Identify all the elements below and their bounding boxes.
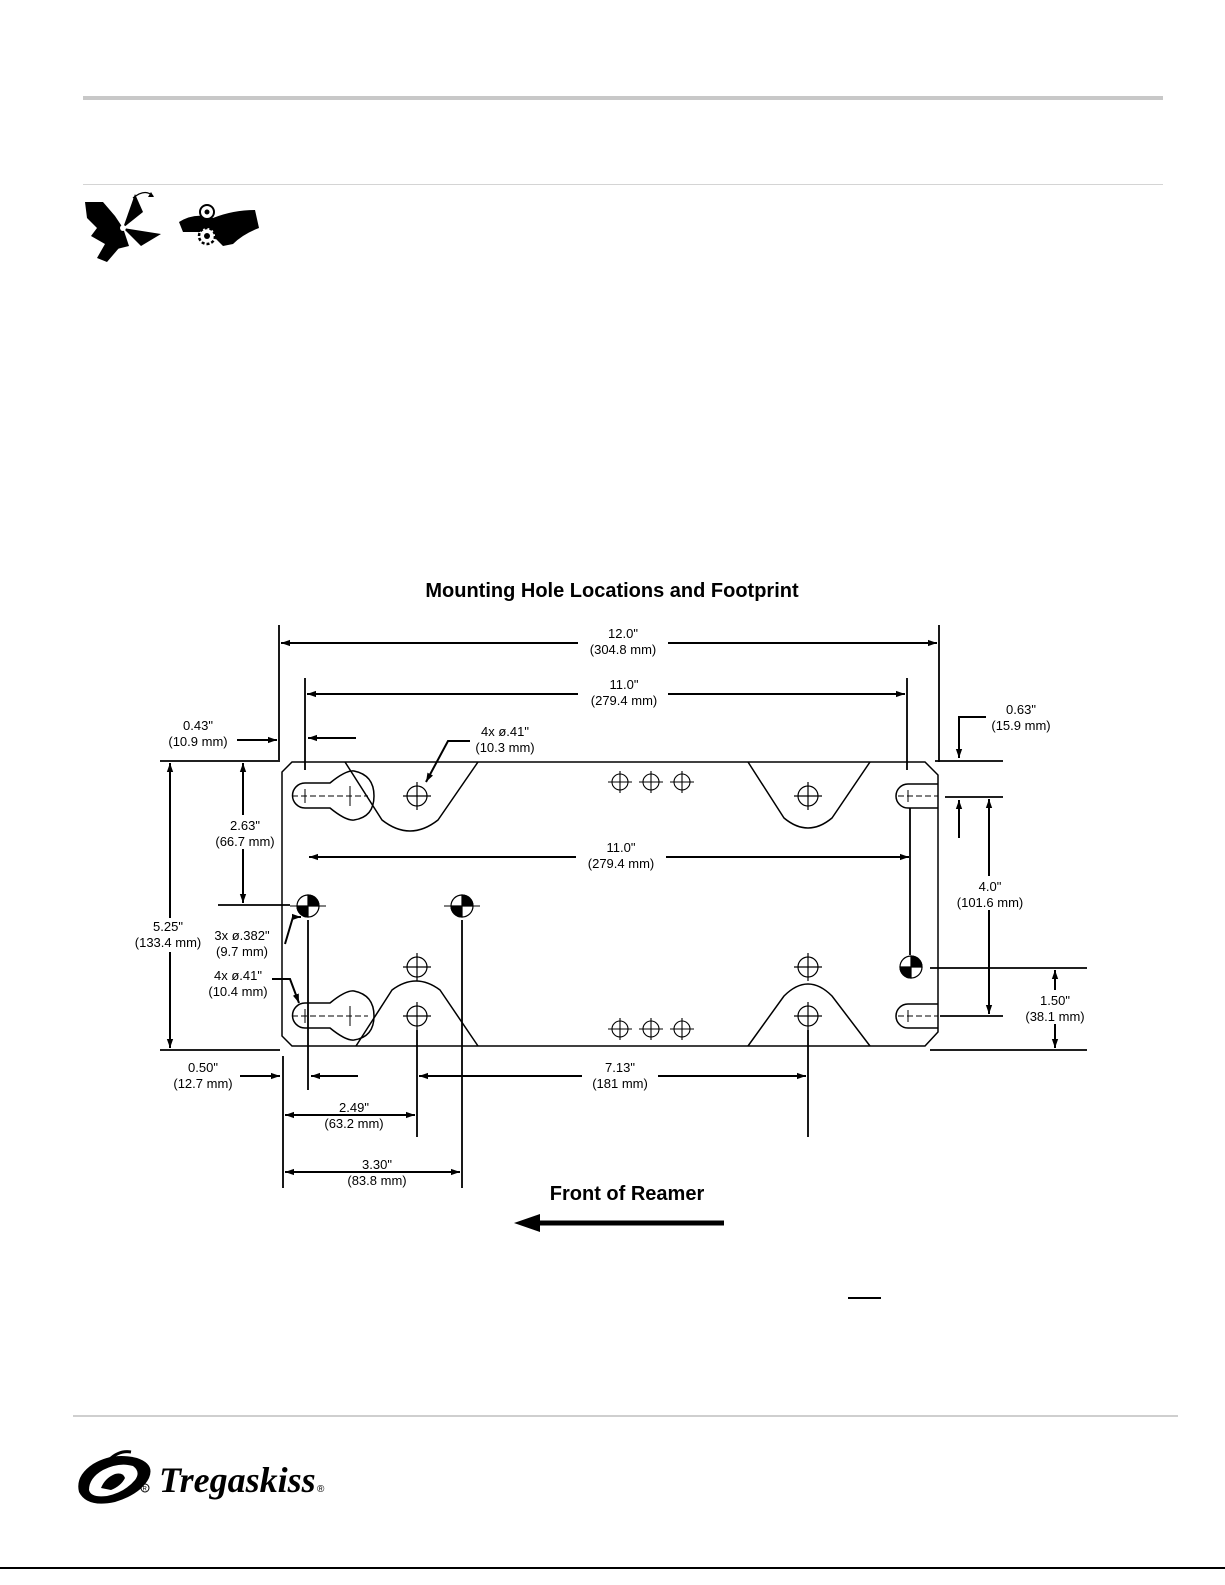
hole — [794, 1002, 822, 1030]
dim-263-in: 2.63" — [230, 818, 260, 833]
dim-043-in: 0.43" — [183, 718, 213, 733]
dim-063-in: 0.63" — [1006, 702, 1036, 717]
dim-11-top-in: 11.0" — [610, 677, 639, 692]
keyhole-slot-top — [291, 770, 375, 821]
hole — [639, 1018, 663, 1040]
hole-41-top-mm: (10.3 mm) — [475, 740, 534, 755]
mounting-holes — [403, 782, 822, 1030]
hole-41-bottom-mm: (10.4 mm) — [208, 984, 267, 999]
keyhole-slot-bottom — [291, 990, 375, 1041]
dim-043-mm: (10.9 mm) — [168, 734, 227, 749]
edge-slot-top — [895, 783, 938, 809]
logo-emblem-icon: R — [78, 1450, 151, 1504]
hole — [608, 1018, 632, 1040]
small-holes — [608, 771, 694, 1040]
hazard-icons — [83, 188, 263, 271]
hole-382-in: 3x ø.382" — [214, 928, 270, 943]
dim-050-mm: (12.7 mm) — [173, 1076, 232, 1091]
hole — [403, 1002, 431, 1030]
mounting-footprint-diagram: Mounting Hole Locations and Footprint — [130, 580, 1090, 1232]
dim-249-mm: (63.2 mm) — [324, 1116, 383, 1131]
locating-pin — [290, 894, 326, 918]
hole — [608, 771, 632, 793]
hole-41-bottom-in: 4x ø.41" — [214, 968, 262, 983]
dim-063-mm: (15.9 mm) — [991, 718, 1050, 733]
locating-pin — [899, 955, 923, 979]
hole — [670, 771, 694, 793]
dim-150-in: 1.50" — [1040, 993, 1070, 1008]
footer-rule — [73, 1415, 1178, 1417]
footprint-outline — [281, 761, 939, 1047]
dim-249-in: 2.49" — [339, 1100, 369, 1115]
dim-525-mm: (133.4 mm) — [135, 935, 201, 950]
dim-713-in: 7.13" — [605, 1060, 635, 1075]
bottom-rule — [0, 1567, 1225, 1569]
dim-713-mm: (181 mm) — [592, 1076, 648, 1091]
section-rule — [83, 184, 1163, 185]
hole — [794, 782, 822, 810]
dim-050-in: 0.50" — [188, 1060, 218, 1075]
gear-pinch-hazard-icon — [179, 204, 259, 246]
locating-pins — [290, 894, 923, 979]
diagram-title: Mounting Hole Locations and Footprint — [425, 580, 799, 602]
registered-mark: ® — [317, 1484, 325, 1495]
svg-text:R: R — [143, 1487, 148, 1493]
edge-slot-bottom — [895, 1003, 938, 1029]
dim-12-mm: (304.8 mm) — [590, 642, 656, 657]
dim-330-in: 3.30" — [362, 1157, 392, 1172]
front-of-reamer-label: Front of Reamer — [550, 1183, 705, 1205]
hole-382-mm: (9.7 mm) — [216, 944, 268, 959]
dim-40-in: 4.0" — [979, 879, 1002, 894]
hole — [403, 953, 431, 981]
hole — [794, 953, 822, 981]
brand-name: Tregaskiss — [159, 1460, 316, 1500]
dim-525-in: 5.25" — [153, 919, 183, 934]
hole — [670, 1018, 694, 1040]
header-rule — [83, 96, 1163, 100]
hole-41-top-in: 4x ø.41" — [481, 724, 529, 739]
dim-150-mm: (38.1 mm) — [1025, 1009, 1084, 1024]
dim-11-mid-mm: (279.4 mm) — [588, 856, 654, 871]
underline-mark — [848, 1297, 881, 1299]
hole — [639, 771, 663, 793]
dim-11-mid-in: 11.0" — [607, 840, 636, 855]
dim-330-mm: (83.8 mm) — [347, 1173, 406, 1188]
tregaskiss-logo: R Tregaskiss ® — [75, 1448, 335, 1515]
hole — [403, 782, 431, 810]
dim-263-mm: (66.7 mm) — [215, 834, 274, 849]
dimension-labels: 12.0" (304.8 mm) 11.0" (279.4 mm) 11.0" … — [130, 624, 1090, 1188]
front-direction-arrow — [514, 1214, 724, 1232]
extension-lines — [160, 625, 1087, 1188]
locating-pin — [444, 894, 480, 918]
dim-12-in: 12.0" — [608, 626, 638, 641]
dim-40-mm: (101.6 mm) — [957, 895, 1023, 910]
dim-11-top-mm: (279.4 mm) — [591, 693, 657, 708]
fan-blade-hazard-icon — [85, 191, 161, 262]
